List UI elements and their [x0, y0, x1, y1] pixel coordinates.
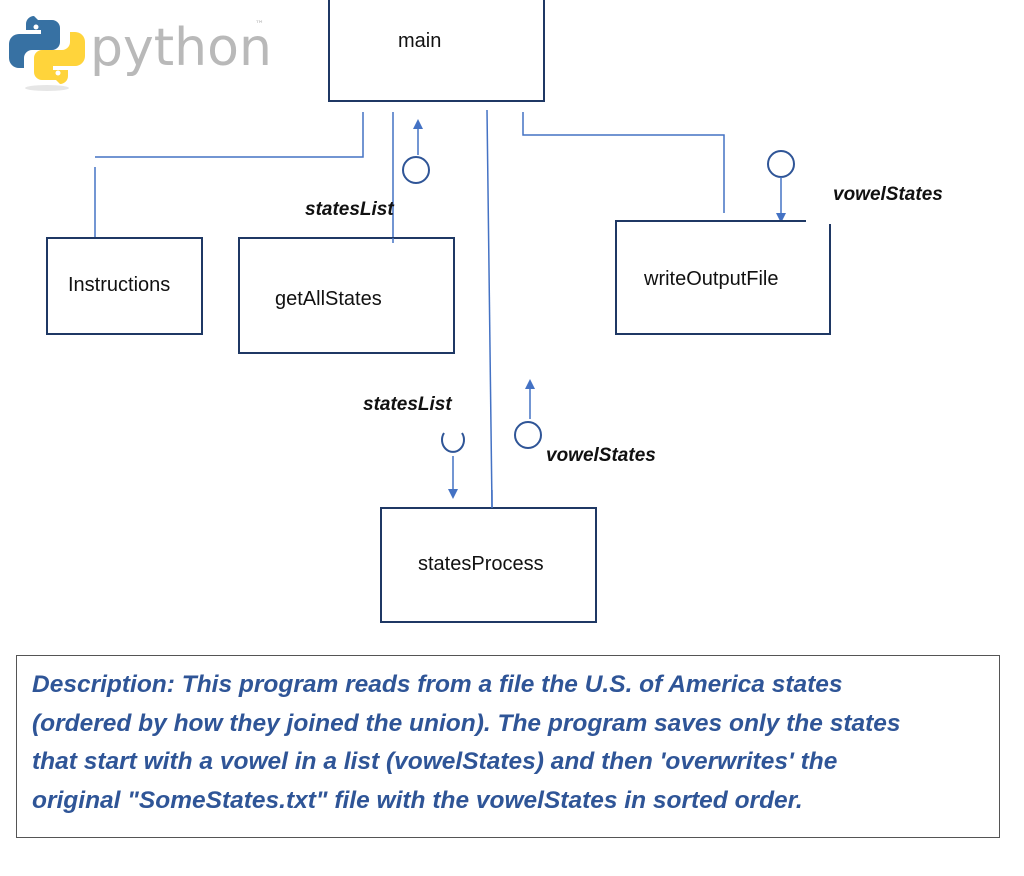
data-couples [402, 119, 795, 499]
module-getallstates: getAllStates [238, 237, 455, 354]
module-box [328, 0, 545, 102]
connector-main-instructions-top [95, 112, 364, 158]
data-couple-label: statesList [305, 199, 394, 220]
module-box [46, 237, 203, 335]
structure-chart: python ™ main Instructions getAllStates [9, 0, 943, 623]
module-label: writeOutputFile [643, 268, 779, 290]
module-box [380, 507, 597, 623]
module-statesprocess: statesProcess [380, 507, 597, 623]
connector-main-statesprocess [486, 109, 493, 508]
data-couple-open-circle-icon [441, 432, 465, 453]
data-couple-circle-icon [402, 156, 430, 184]
connector-main-writeoutputfile [522, 112, 725, 213]
connectors [94, 109, 725, 508]
data-couple-label: statesList [363, 394, 452, 415]
module-label: Instructions [68, 274, 170, 296]
module-label: statesProcess [418, 553, 544, 575]
description-line: that start with a vowel in a list (vowel… [32, 748, 838, 775]
data-couple-circle-icon [514, 421, 542, 449]
python-logo: python ™ [9, 16, 272, 91]
trademark-symbol: ™ [255, 20, 264, 30]
module-instructions: Instructions [46, 237, 203, 335]
description-box: Description: This program reads from a f… [16, 655, 1000, 838]
description-line: Description: This program reads from a f… [32, 671, 843, 698]
module-label: main [398, 30, 441, 52]
python-logo-text: python [90, 18, 272, 78]
module-label: getAllStates [275, 288, 382, 310]
module-main: main [328, 0, 545, 102]
description-line: original "SomeStates.txt" file with the … [32, 786, 803, 814]
data-couple-label: vowelStates [546, 445, 656, 466]
data-couple-label: vowelStates [833, 184, 943, 205]
module-box [238, 237, 455, 354]
description-line: (ordered by how they joined the union). … [32, 709, 901, 737]
data-couple-circle-icon [767, 150, 795, 178]
module-writeoutputfile: writeOutputFile [615, 220, 831, 335]
python-logo-icon [9, 16, 85, 91]
module-box [615, 220, 831, 335]
